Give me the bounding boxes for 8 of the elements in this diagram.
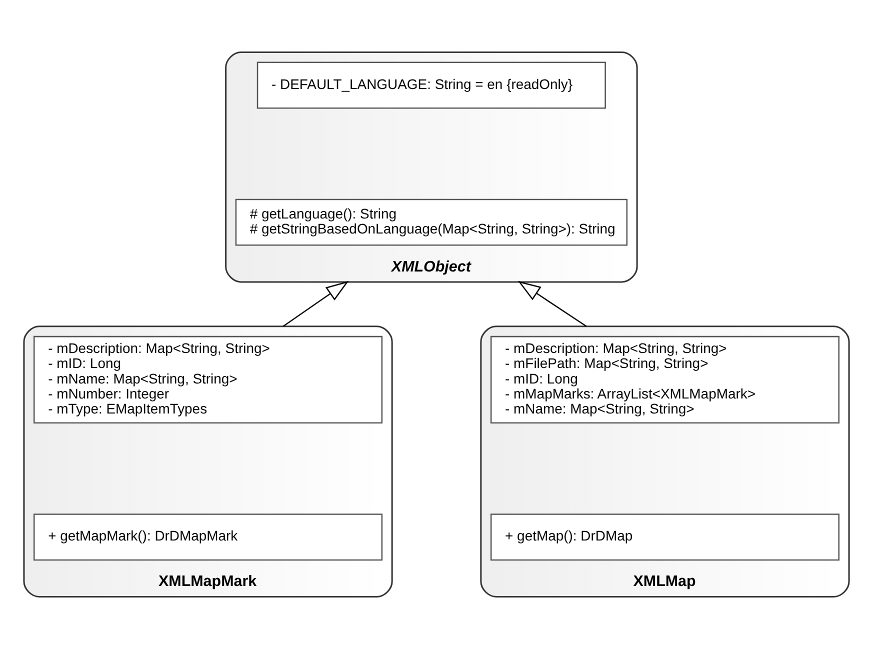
node-box: # getLanguage(): String # getStringBasedOnLanguage(Map<String, String>): String (235, 198, 628, 246)
node-box: + getMap(): DrDMap (490, 514, 840, 561)
node-box: - DEFAULT_LANGUAGE: String = en {readOnly} (256, 62, 606, 109)
node-box: - mDescription: Map<String, String> - mFilePath: Map<String, String> - mID: Long - mMapMarks: ArrayList<XMLMapMark> - mName: Map<String, String> (490, 336, 840, 424)
node-box: - mDescription: Map<String, String> - mID: Long - mName: Map<String, String> - mNumber: Integer - mType: EMapItemTypes (34, 336, 383, 424)
arrow (518, 280, 587, 327)
node-box: + getMapMark(): DrDMapMark (34, 514, 383, 561)
arrow (282, 280, 349, 327)
